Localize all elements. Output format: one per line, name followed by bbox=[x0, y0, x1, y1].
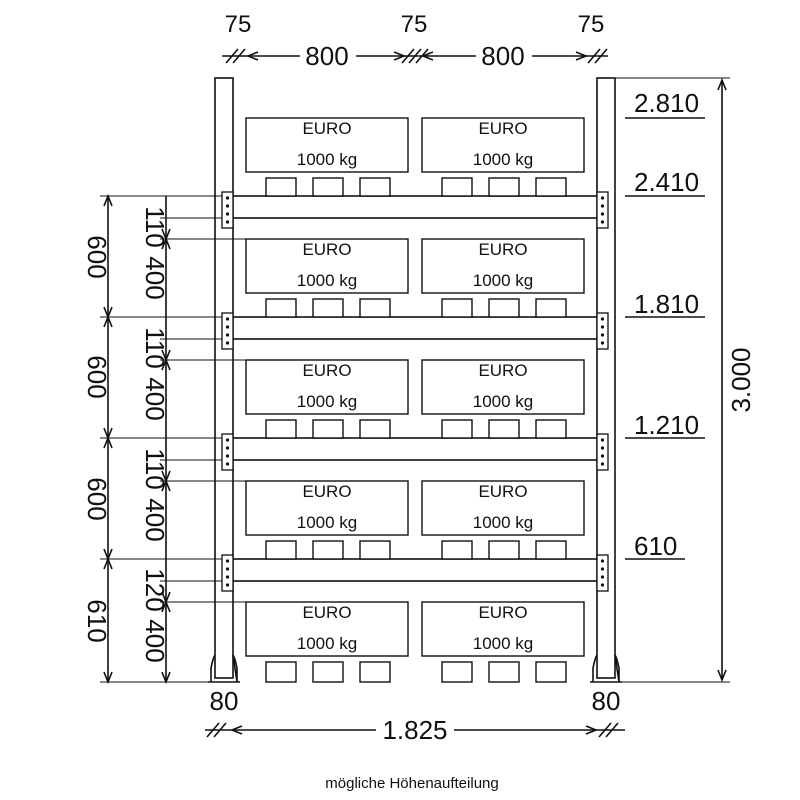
pallet-weight-label: 1000 kg bbox=[473, 634, 534, 653]
beam-height-label: 110 bbox=[140, 327, 170, 368]
level-height-label: 2.410 bbox=[634, 167, 699, 197]
level-height-label: 1.210 bbox=[634, 410, 699, 440]
bottom-dimension-line: 80 80 1.825 bbox=[205, 686, 625, 745]
pallet-type-label: EURO bbox=[478, 240, 527, 259]
pallet-load: EURO 1000 kg bbox=[421, 117, 585, 197]
pallet-load: EURO 1000 kg bbox=[421, 238, 585, 318]
top-dim-middle-gap: 75 bbox=[401, 11, 428, 38]
level-height-label: 1.810 bbox=[634, 289, 699, 319]
pallet-load: EURO 1000 kg bbox=[245, 238, 409, 318]
level-height-label: 2.810 bbox=[634, 88, 699, 118]
clear-height-label: 400 bbox=[140, 256, 170, 299]
pallet-weight-label: 1000 kg bbox=[297, 513, 358, 532]
beam-height-label: 110 bbox=[140, 206, 170, 247]
pallet-load: EURO 1000 kg bbox=[245, 359, 409, 439]
pallet-type-label: EURO bbox=[302, 482, 351, 501]
pallet-weight-label: 1000 kg bbox=[473, 271, 534, 290]
pallet-load: EURO 1000 kg bbox=[245, 601, 409, 683]
pallet-weight-label: 1000 kg bbox=[297, 634, 358, 653]
pallet-weight-label: 1000 kg bbox=[297, 271, 358, 290]
pallet-type-label: EURO bbox=[302, 603, 351, 622]
left-dimension-chains: 600 600 600 610 110 110 110 120 400 400 … bbox=[82, 193, 246, 685]
top-dimension-line: 75 75 75 800 800 bbox=[222, 11, 608, 71]
pallet-type-label: EURO bbox=[478, 119, 527, 138]
clear-height-label: 400 bbox=[140, 498, 170, 541]
right-level-dimensions: 2.810 2.410 1.810 1.210 610 3.000 bbox=[615, 77, 756, 683]
pallet-type-label: EURO bbox=[302, 361, 351, 380]
pallet-weight-label: 1000 kg bbox=[473, 513, 534, 532]
beam-level-4 bbox=[232, 195, 598, 219]
outer-height-label: 600 bbox=[82, 355, 112, 398]
top-dim-left-gap: 75 bbox=[225, 11, 252, 38]
pallet-load: EURO 1000 kg bbox=[421, 359, 585, 439]
pallet-load: EURO 1000 kg bbox=[245, 117, 409, 197]
bottom-dim-post-left: 80 bbox=[210, 686, 239, 716]
pallet-type-label: EURO bbox=[478, 482, 527, 501]
beam-level-1 bbox=[232, 558, 598, 582]
pallet-type-label: EURO bbox=[302, 240, 351, 259]
total-height-label: 3.000 bbox=[726, 347, 756, 412]
diagram-caption: mögliche Höhenaufteilung bbox=[325, 775, 498, 792]
beam-height-label: 110 bbox=[140, 448, 170, 489]
pallet-weight-label: 1000 kg bbox=[297, 150, 358, 169]
top-dim-bay-left: 800 bbox=[305, 41, 348, 71]
pallet-type-label: EURO bbox=[478, 603, 527, 622]
pallet-weight-label: 1000 kg bbox=[473, 150, 534, 169]
pallet-type-label: EURO bbox=[478, 361, 527, 380]
beam-height-label: 120 bbox=[140, 568, 170, 611]
top-dim-right-gap: 75 bbox=[578, 11, 605, 38]
beam-level-3 bbox=[232, 316, 598, 340]
bottom-dim-post-right: 80 bbox=[592, 686, 621, 716]
outer-height-label: 600 bbox=[82, 235, 112, 278]
pallet-load: EURO 1000 kg bbox=[421, 480, 585, 560]
beam-level-2 bbox=[232, 437, 598, 461]
clear-height-label: 400 bbox=[140, 619, 170, 662]
top-dim-bay-right: 800 bbox=[481, 41, 524, 71]
pallet-load: EURO 1000 kg bbox=[245, 480, 409, 560]
level-height-label: 610 bbox=[634, 531, 677, 561]
pallet-type-label: EURO bbox=[302, 119, 351, 138]
pallet-load: EURO 1000 kg bbox=[421, 601, 585, 683]
outer-height-label: 610 bbox=[82, 599, 112, 642]
outer-height-label: 600 bbox=[82, 477, 112, 520]
pallet-weight-label: 1000 kg bbox=[297, 392, 358, 411]
bottom-dim-total-width: 1.825 bbox=[382, 715, 447, 745]
connector-plates bbox=[221, 191, 609, 592]
clear-height-label: 400 bbox=[140, 377, 170, 420]
pallet-weight-label: 1000 kg bbox=[473, 392, 534, 411]
